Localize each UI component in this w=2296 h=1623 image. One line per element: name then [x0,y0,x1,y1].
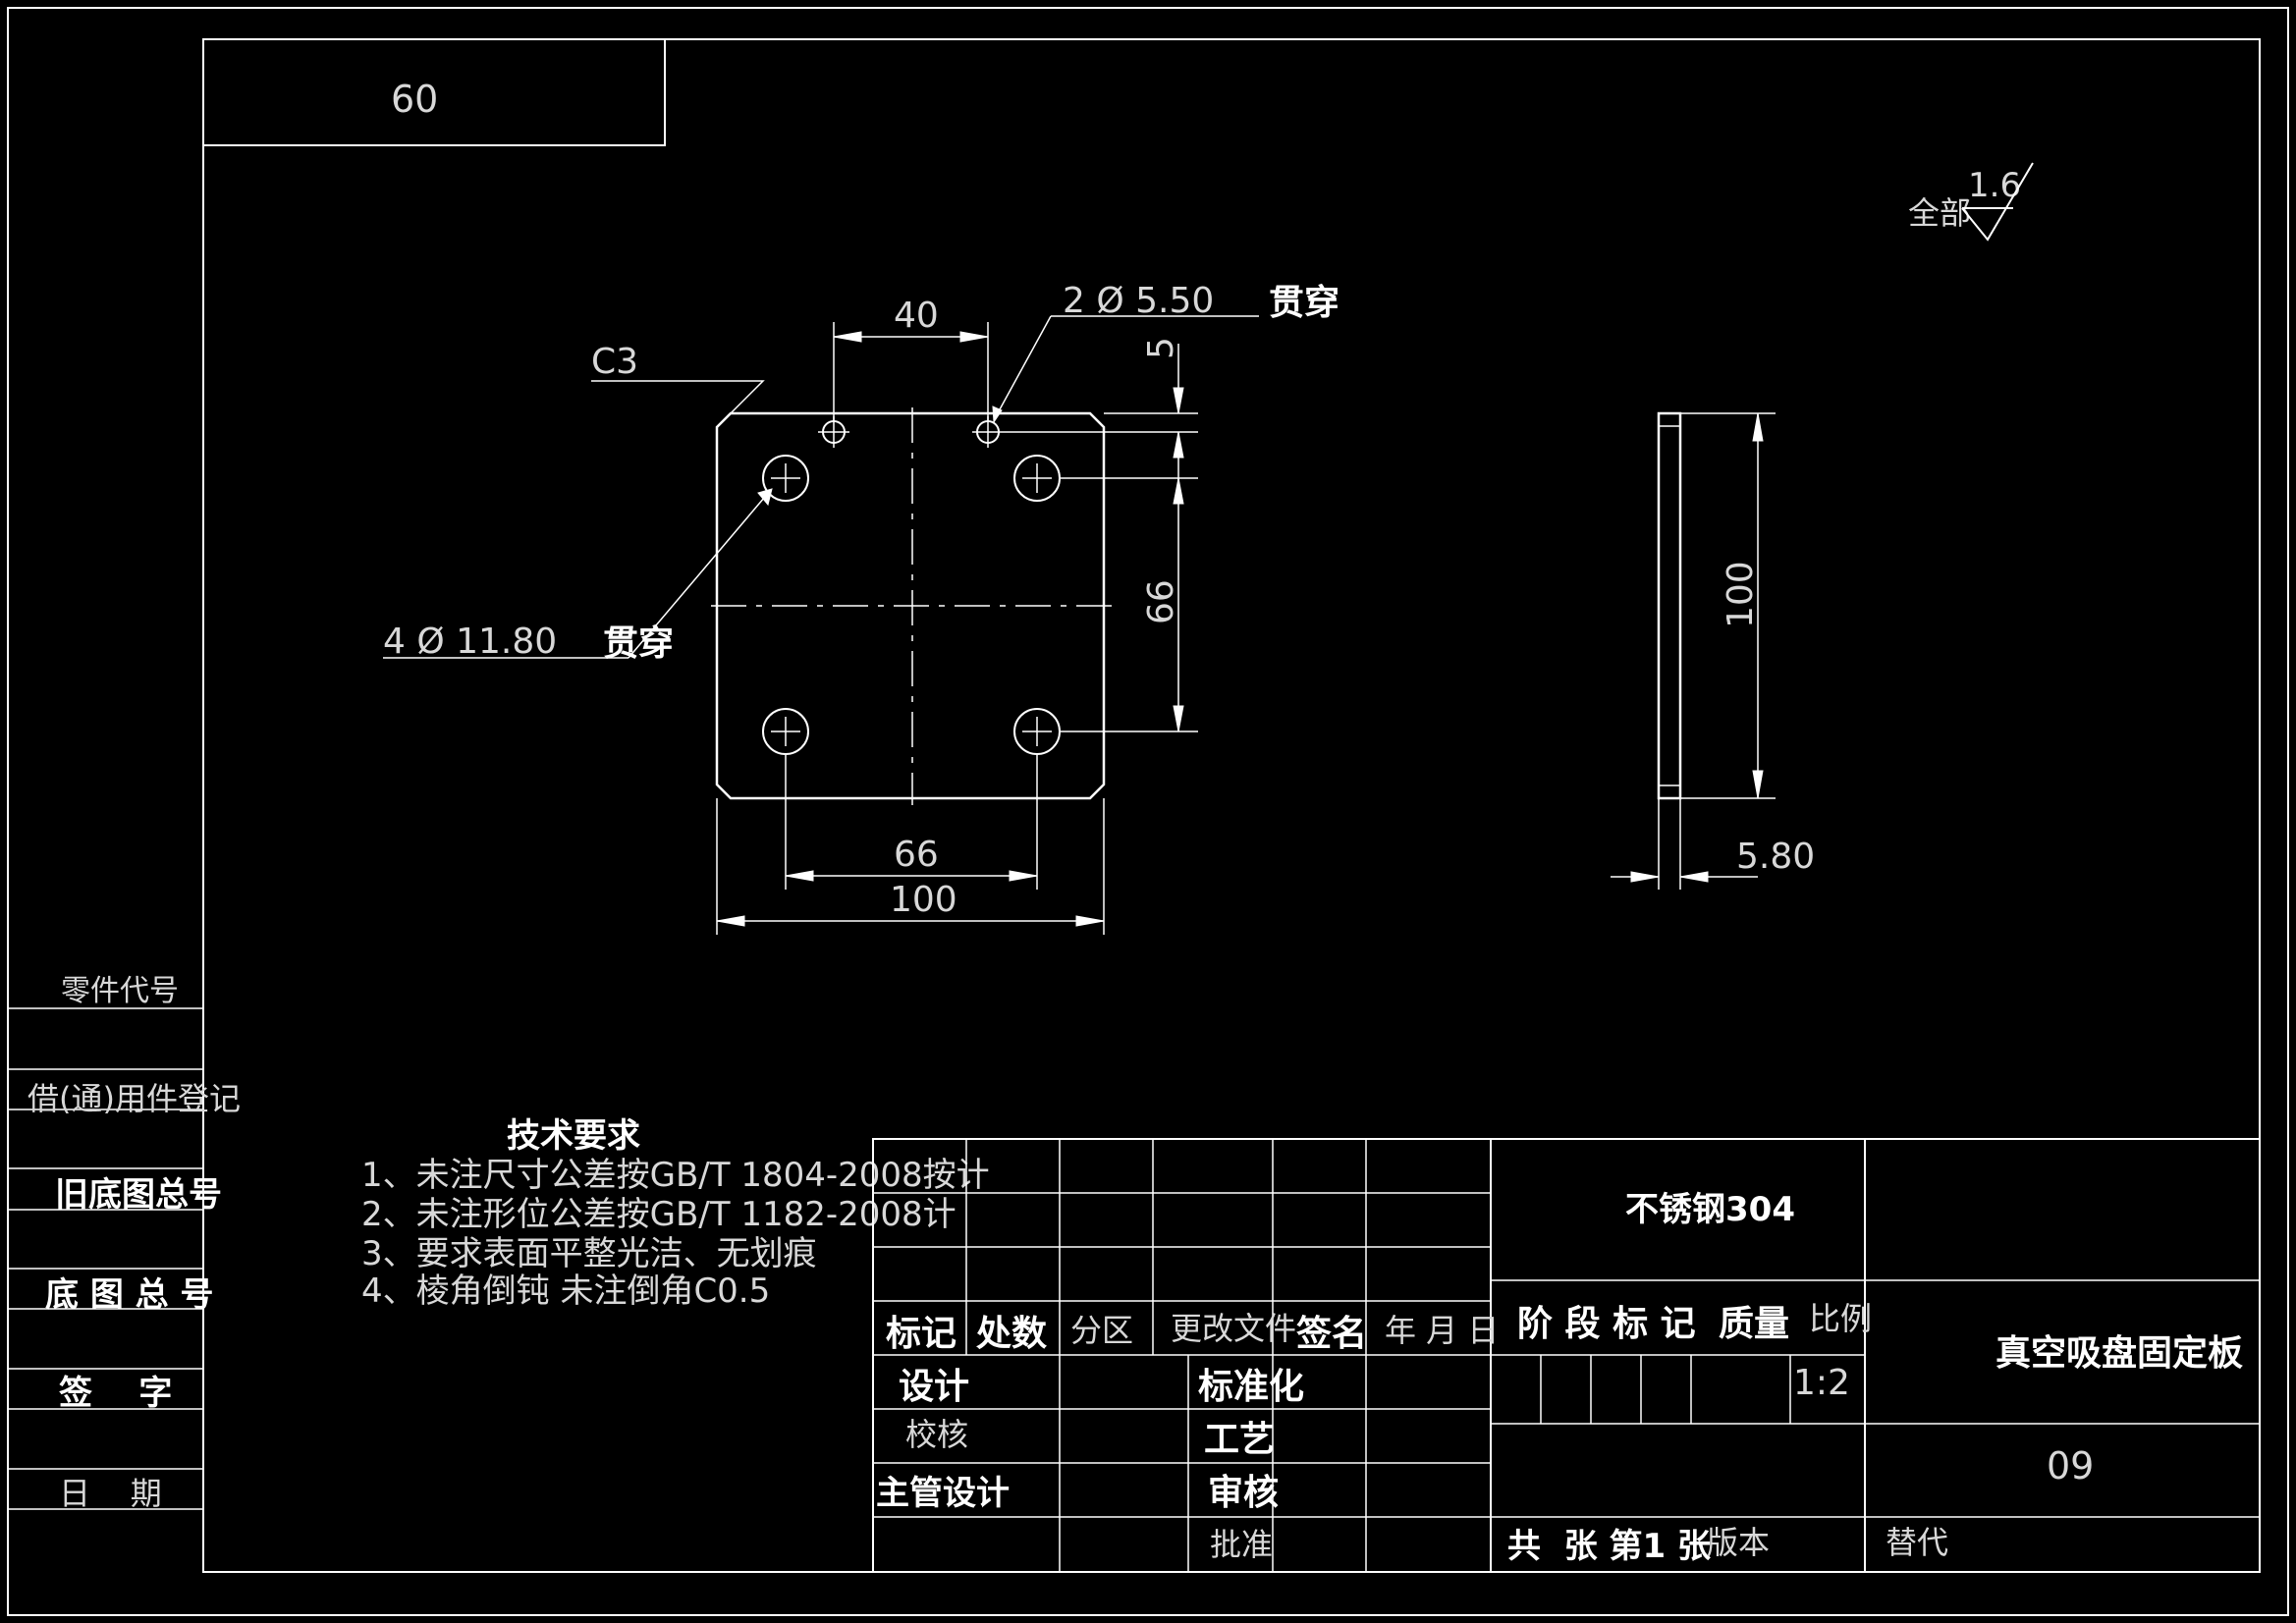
left-label-part-code: 零件代号 [61,974,179,1008]
header-date: 年 月 日 [1385,1312,1499,1349]
small-hole-left [818,416,849,448]
dim-right-5-text: 5 [1141,337,1181,359]
left-label-borrow-register: 借(通)用件登记 [27,1080,241,1117]
version-label: 版本 [1707,1524,1770,1561]
header-mark: 标记 [886,1314,957,1354]
front-view: C3 2 Ø 5.50 贯穿 4 Ø 11.80 贯穿 40 [383,281,1339,935]
small-hole-through: 贯穿 [1269,283,1339,323]
large-hole-bottom-left [762,708,809,755]
mass-label: 质量 [1719,1304,1789,1344]
scale-label: 比例 [1809,1300,1872,1337]
scale-value: 1:2 [1793,1363,1850,1403]
outer-border [7,7,2289,1616]
role-check: 校核 [905,1416,968,1453]
side-view: 100 5.80 [1611,411,1815,890]
header-change-doc: 更改文件 [1171,1310,1296,1347]
small-hole-callout: 2 Ø 5.50 贯穿 [992,281,1339,424]
role-design: 设计 [899,1367,969,1407]
tech-title: 技术要求 [507,1116,640,1156]
dim-bottom-100-text: 100 [890,880,957,920]
role-review: 审核 [1208,1473,1279,1513]
large-hole-top-right [1013,455,1061,502]
large-hole-note: 4 Ø 11.80 [383,622,557,662]
replace-label: 替代 [1886,1524,1948,1561]
large-hole-through: 贯穿 [603,623,674,664]
left-label-old-drawing-no: 旧底图总号 [55,1175,222,1215]
large-hole-callout: 4 Ø 11.80 贯穿 [383,488,773,664]
dim-bottom-66: 66 [785,754,1038,890]
corner-box-label: 60 [391,78,438,121]
title-block: 不锈钢304 标记 处数 分区 更改文件 签名 年 月 日 阶 段 标 记 质量… [872,1138,2261,1573]
dim-side-100-text: 100 [1721,561,1761,628]
dim-top-40: 40 [833,296,989,420]
part-name: 真空吸盘固定板 [1995,1332,2243,1374]
left-column: 零件代号 借(通)用件登记 旧底图总号 底 图 总 号 签 字 日 期 [8,974,241,1512]
dim-side-thickness-text: 5.80 [1736,837,1815,877]
header-zone: 分区 [1070,1312,1133,1349]
roughness-prefix: 全部 [1908,194,1971,232]
small-hole-right [972,416,1004,448]
drawing-number: 09 [2047,1444,2094,1488]
tech-item-2: 2、未注形位公差按GB/T 1182-2008计 [361,1195,957,1234]
left-label-base-drawing-no: 底 图 总 号 [45,1275,214,1315]
role-process: 工艺 [1204,1420,1275,1460]
role-approve: 批准 [1210,1526,1273,1563]
sheet-text: 共 张 第1 张 [1507,1527,1711,1566]
tech-requirements: 技术要求 1、未注尺寸公差按GB/T 1804-2008按计 2、未注形位公差按… [361,1116,990,1311]
dim-top-40-text: 40 [894,296,939,336]
dim-right-5: 5 [1004,337,1198,481]
small-hole-note: 2 Ø 5.50 [1063,281,1214,321]
dim-side-thickness: 5.80 [1611,798,1815,890]
dim-right-66-text: 66 [1141,579,1181,624]
tech-item-1: 1、未注尺寸公差按GB/T 1804-2008按计 [361,1156,990,1195]
tech-item-4: 4、棱角倒钝 未注倒角C0.5 [361,1271,770,1311]
chamfer-label: C3 [591,342,638,382]
corner-box: 60 [202,38,666,146]
material-text: 不锈钢304 [1625,1190,1795,1229]
stage-label: 阶 段 标 记 [1517,1304,1696,1344]
header-count: 处数 [976,1314,1047,1354]
side-plate [1657,411,1682,800]
large-hole-bottom-right [1013,708,1061,755]
dim-side-100: 100 [1680,412,1776,799]
tech-item-3: 3、要求表面平整光洁、无划痕 [361,1234,817,1273]
header-sign: 签名 [1296,1314,1367,1354]
left-label-date: 日 期 [59,1475,162,1512]
role-chief-design: 主管设计 [876,1474,1010,1513]
roughness-value: 1.6 [1968,166,2021,205]
dim-right-66: 66 [1060,477,1198,732]
chamfer-callout: C3 [591,342,765,415]
left-label-signature: 签 字 [59,1374,172,1413]
plate-outline [715,411,1106,800]
dim-bottom-66-text: 66 [894,835,939,875]
large-hole-top-left [762,455,809,502]
roughness-symbol: 全部 1.6 [1908,162,2034,242]
dim-bottom-100: 100 [716,798,1105,935]
role-standardize: 标准化 [1198,1367,1304,1407]
